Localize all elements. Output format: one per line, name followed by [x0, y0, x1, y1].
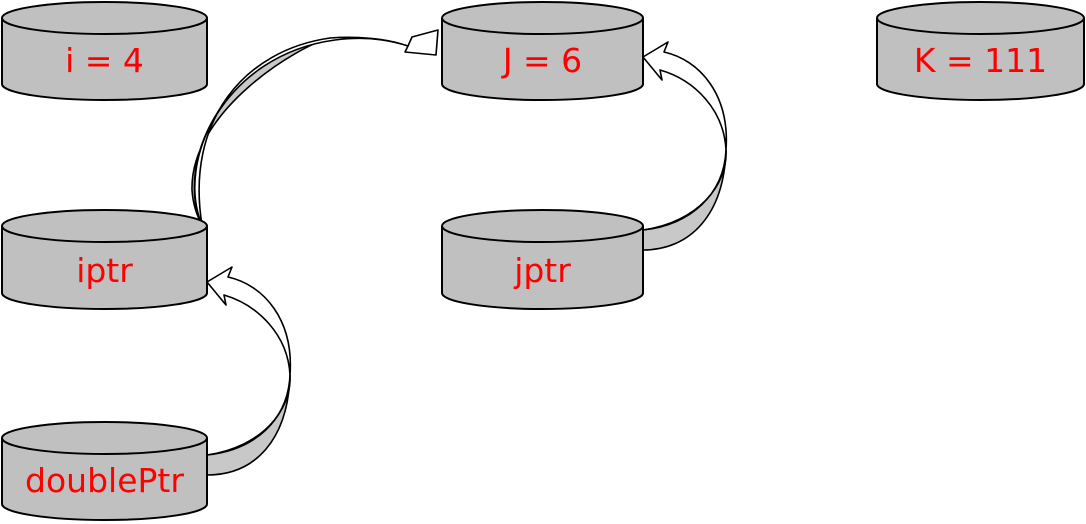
node-k-body	[876, 18, 1085, 101]
node-i-label: i = 4	[65, 41, 144, 80]
node-jptr-top	[441, 209, 644, 243]
node-k: K = 111	[876, 1, 1085, 101]
arrow-iptr-to-j	[191, 29, 439, 226]
node-k-label: K = 111	[914, 41, 1047, 80]
node-doubleptr-label: doublePtr	[25, 461, 184, 500]
node-iptr-label: iptr	[76, 251, 133, 290]
arrow-doubleptr-to-iptr	[206, 266, 292, 476]
node-j-label: J = 6	[501, 41, 582, 80]
node-jptr-label: jptr	[513, 251, 571, 290]
node-i-body	[0, 18, 208, 101]
node-jptr-body	[441, 226, 644, 310]
node-doubleptr-body	[0, 438, 208, 521]
node-k-top	[876, 1, 1085, 35]
arrow-jptr-to-j	[642, 41, 728, 251]
node-i-top	[1, 1, 208, 35]
node-jptr: jptr	[441, 209, 644, 310]
node-iptr-top	[1, 209, 208, 243]
node-j-body	[441, 18, 644, 101]
node-j-top	[441, 1, 644, 35]
node-doubleptr: doublePtr	[0, 421, 208, 521]
node-iptr-body	[0, 226, 208, 310]
node-iptr: iptr	[0, 209, 208, 310]
node-j: J = 6	[441, 1, 644, 101]
node-doubleptr-top	[1, 421, 208, 455]
node-i: i = 4	[0, 1, 208, 101]
